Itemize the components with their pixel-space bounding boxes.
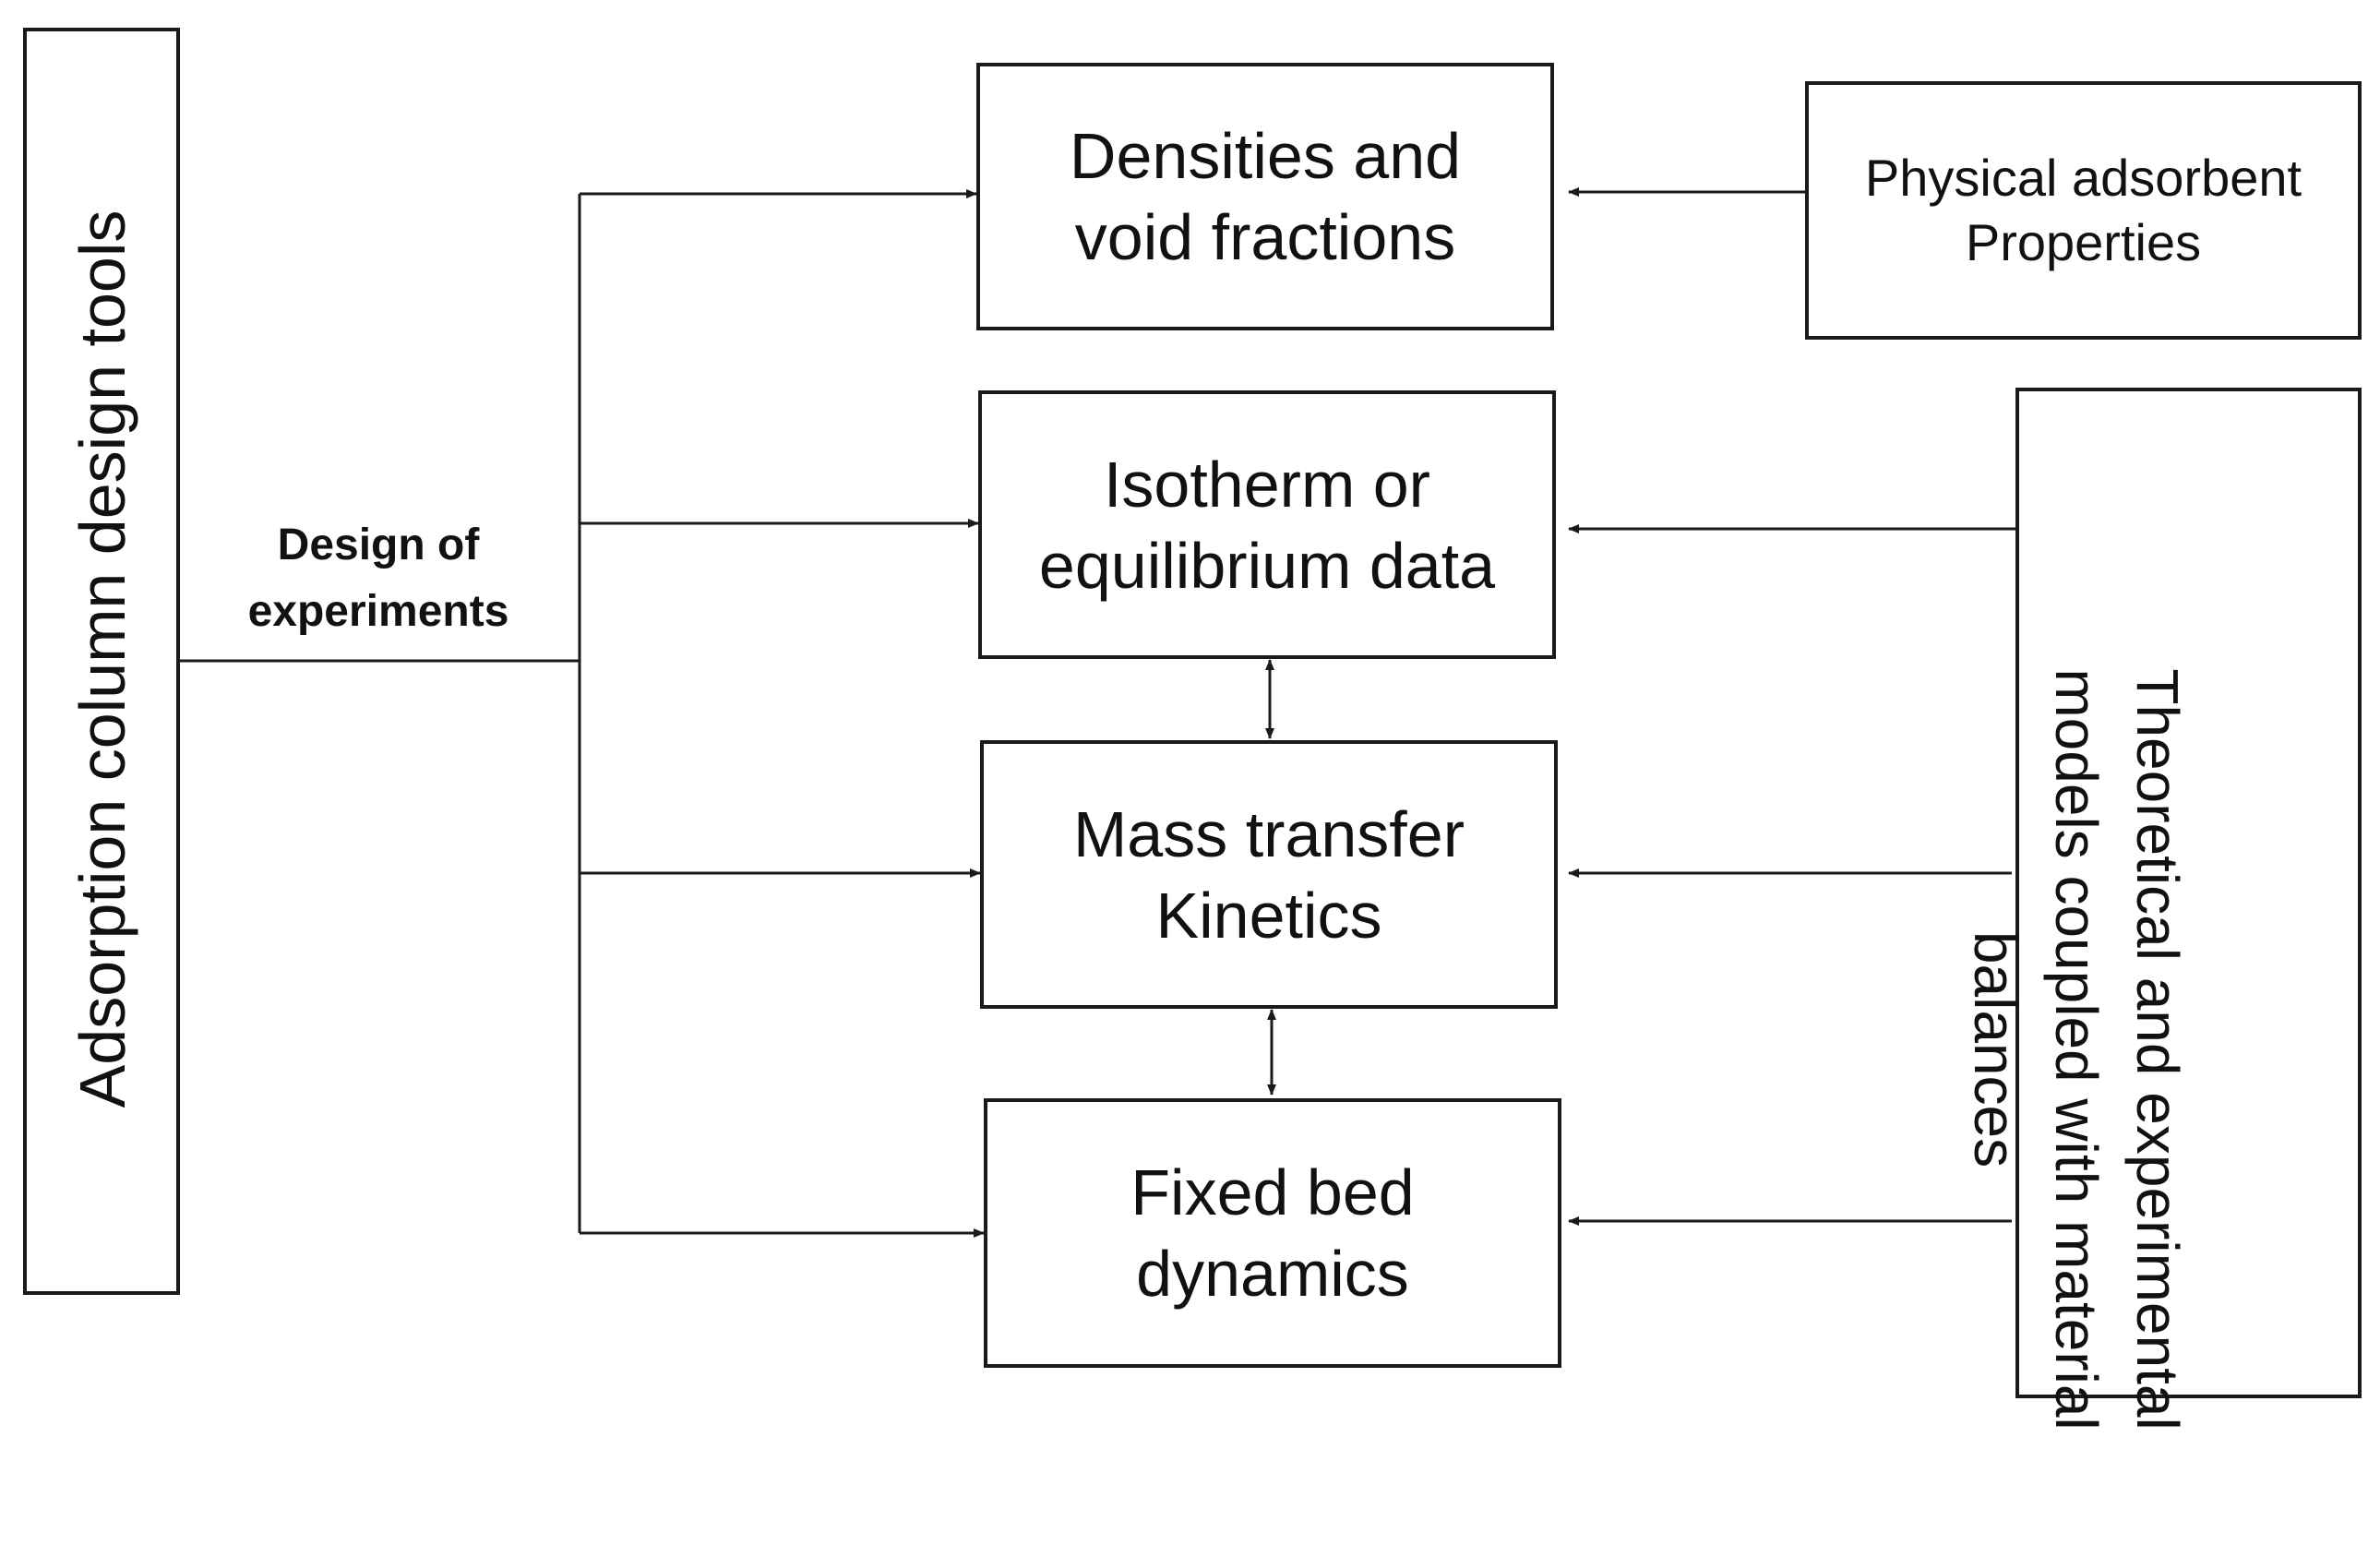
physical-properties-box: Physical adsorbent Properties [1805,81,2362,340]
adsorption-design-diagram: Adsorption column design tools Design of… [23,28,2362,1431]
mass-transfer-label: Mass transfer Kinetics [1073,797,1465,952]
fixed-bed-label: Fixed bed dynamics [1130,1156,1415,1310]
isotherm-label: Isotherm or equilibrium data [1038,448,1496,602]
models-label: Theoretical and experimental models coup… [1962,668,2191,1431]
connector-lines [179,187,2015,1238]
fixed-bed-box: Fixed bed dynamics [984,1098,1561,1368]
models-box [2015,388,2362,1398]
design-of-experiments-label: Design of experiments [247,521,509,636]
left-panel-box [23,28,180,1295]
physical-properties-label: Physical adsorbent Properties [1864,149,2302,271]
isotherm-box: Isotherm or equilibrium data [978,390,1556,659]
left-panel-label: Adsorption column design tools [66,210,138,1108]
densities-label: Densities and void fractions [1069,120,1462,273]
mass-transfer-box: Mass transfer Kinetics [980,740,1558,1009]
densities-box: Densities and void fractions [976,63,1554,330]
